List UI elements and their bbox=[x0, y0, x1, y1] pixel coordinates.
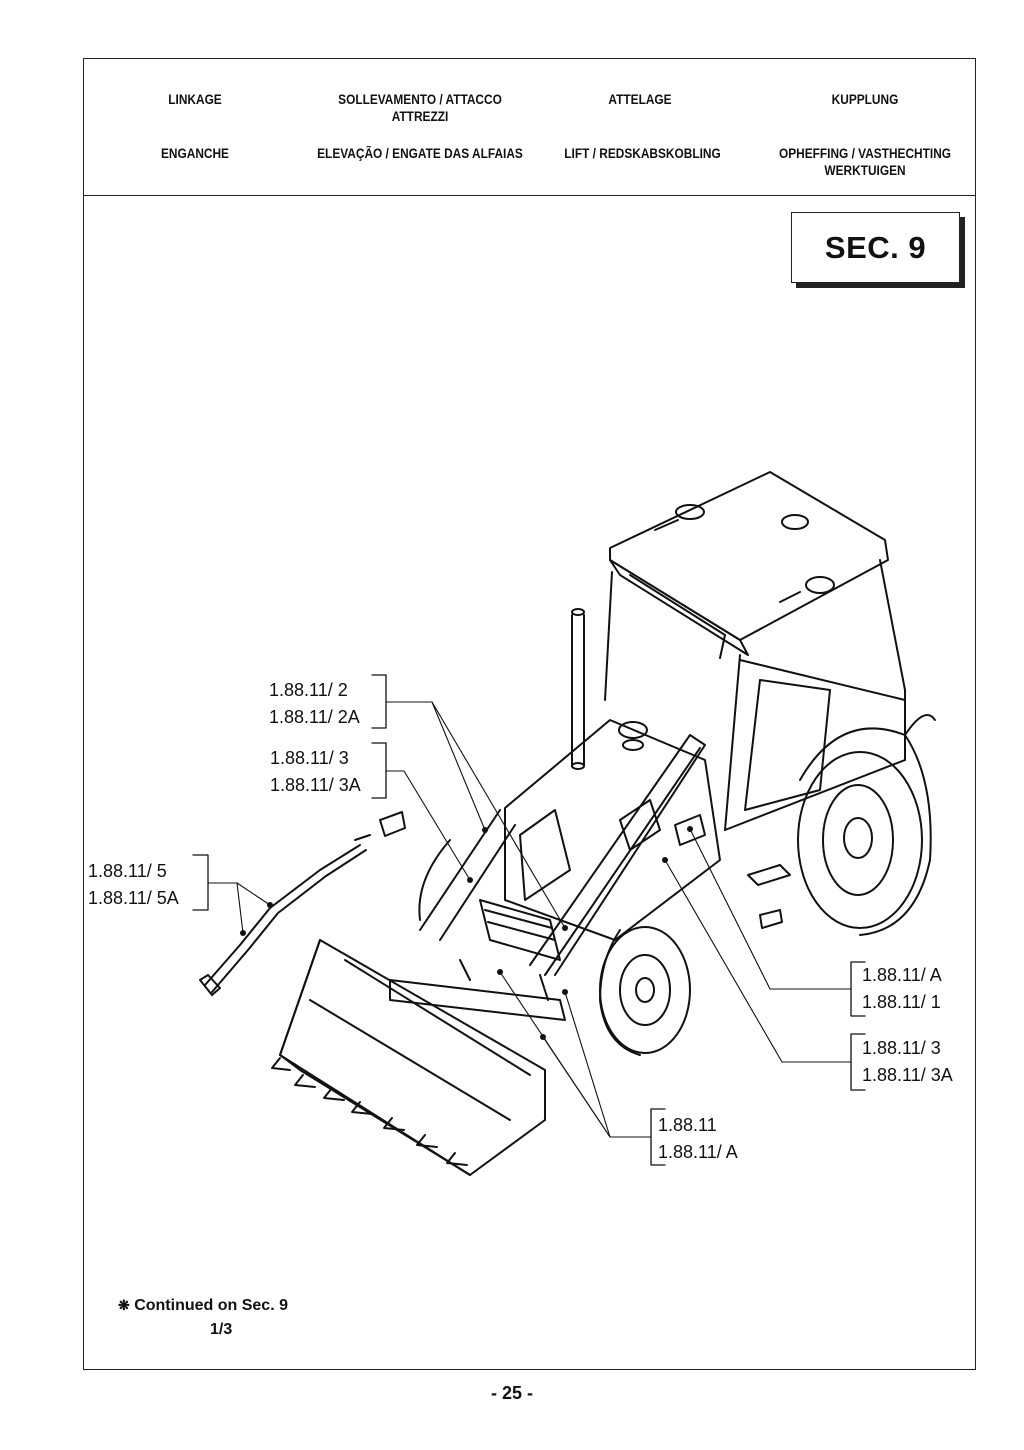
callout-label: 1.88.11/ 5A bbox=[88, 888, 179, 908]
section-badge: SEC. 9 bbox=[791, 212, 960, 283]
header-title-da: LIFT / REDSKABSKOBLING bbox=[564, 146, 721, 161]
section-label: SEC. 9 bbox=[824, 229, 927, 265]
header-title-it: SOLLEVAMENTO / ATTACCO ATTREZZI bbox=[338, 92, 502, 124]
callout-2: 1.88.11/ 2 1.88.11/ 2A bbox=[269, 677, 360, 731]
cab-body bbox=[604, 559, 906, 831]
leader-dots bbox=[240, 826, 693, 1040]
continuation-text: Continued on Sec. 9 bbox=[134, 1297, 288, 1314]
callout-label: 1.88.11/ 2 bbox=[269, 680, 348, 700]
control-rod bbox=[199, 811, 406, 996]
callout-label: 1.88.11/ 3A bbox=[862, 1065, 953, 1085]
bucket-teeth bbox=[271, 1057, 468, 1166]
callout-label: 1.88.11/ 2A bbox=[269, 707, 360, 727]
continuation-page: 1/3 bbox=[210, 1321, 233, 1338]
callout-label: 1.88.11/ 5 bbox=[88, 861, 167, 881]
header-title-nl: OPHEFFING / VASTHECHTING WERKTUIGEN bbox=[778, 146, 952, 178]
rear-wheel bbox=[797, 714, 936, 936]
header-title-de: KUPPLUNG bbox=[831, 92, 899, 107]
header-title-es: ENGANCHE bbox=[160, 146, 229, 161]
callout-label: 1.88.11/ 3A bbox=[270, 775, 361, 795]
engine-hood bbox=[479, 719, 721, 961]
continuation-note: ❋ Continued on Sec. 9 1/3 bbox=[118, 1293, 288, 1342]
cab-roof bbox=[609, 471, 889, 659]
callout-a-1: 1.88.11/ A 1.88.11/ 1 bbox=[862, 962, 942, 1016]
front-wheel bbox=[418, 839, 691, 1056]
header-title-en: LINKAGE bbox=[168, 92, 222, 107]
callout-label: 1.88.11 bbox=[658, 1115, 717, 1135]
callout-label: 1.88.11/ 1 bbox=[862, 992, 941, 1012]
page-frame bbox=[83, 58, 976, 1370]
callout-base: 1.88.11 1.88.11/ A bbox=[658, 1112, 738, 1166]
header-title-fr: ATTELAGE bbox=[608, 92, 672, 107]
header-divider bbox=[83, 195, 976, 196]
callout-5: 1.88.11/ 5 1.88.11/ 5A bbox=[88, 858, 179, 912]
callout-label: 1.88.11/ 3 bbox=[862, 1038, 941, 1058]
leader-lines bbox=[207, 701, 852, 1138]
header-title-pt: ELEVAÇÃO / ENGATE DAS ALFAIAS bbox=[317, 146, 523, 161]
loader-arms bbox=[389, 734, 706, 1021]
callout-label: 1.88.11/ A bbox=[658, 1142, 738, 1162]
callout-label: 1.88.11/ A bbox=[862, 965, 942, 985]
page-number: - 25 - bbox=[490, 1383, 533, 1403]
callout-3: 1.88.11/ 3 1.88.11/ 3A bbox=[270, 745, 361, 799]
snowflake-asterisk-icon: ❋ bbox=[118, 1297, 130, 1313]
loader-bucket bbox=[279, 939, 546, 1176]
callout-label: 1.88.11/ 3 bbox=[270, 748, 349, 768]
callout-3-3a: 1.88.11/ 3 1.88.11/ 3A bbox=[862, 1035, 953, 1089]
cab-steps bbox=[747, 864, 791, 929]
exhaust-stack bbox=[571, 608, 585, 770]
